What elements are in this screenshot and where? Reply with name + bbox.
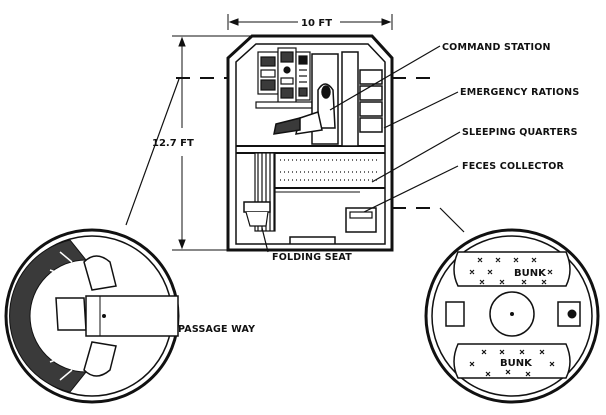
outer-shell [226,34,394,252]
section-cut-lines [176,77,440,209]
height-label: 12.7 FT [152,138,194,149]
folding-seat [243,201,271,213]
command-seat [273,53,339,145]
lower-deck-equipment [243,152,380,233]
plan-bunk-upper-label: BUNK [514,268,547,279]
callout-sleeping-quarters: SLEEPING QUARTERS [462,127,578,138]
plan-bunk-lower-label: BUNK [500,358,533,369]
callout-emergency-rations: EMERGENCY RATIONS [460,87,579,98]
plan-left-fixture [445,301,465,327]
plan-seat-bottom [83,341,117,377]
callout-passage-way: PASSAGE WAY [178,324,255,335]
plan-passage-way [85,295,179,337]
inner-shell [235,43,386,245]
height-dimension [172,35,252,251]
ration-lockers [341,51,383,147]
callout-folding-seat: FOLDING SEAT [272,252,352,263]
width-dimension [227,14,393,30]
upper-deck-plan [4,228,180,404]
floor-hatch [289,236,336,244]
lower-deck-plan [424,228,600,404]
plan-seat-mid [55,297,87,331]
callout-feces-collector: FECES COLLECTOR [462,161,565,172]
plan-bunk-upper [453,251,571,287]
bunk-pattern-marks [469,257,555,377]
callout-command-station: COMMAND STATION [442,42,551,53]
plan-seat-top [83,255,117,291]
width-label: 10 FT [301,18,332,29]
command-console [255,47,313,109]
